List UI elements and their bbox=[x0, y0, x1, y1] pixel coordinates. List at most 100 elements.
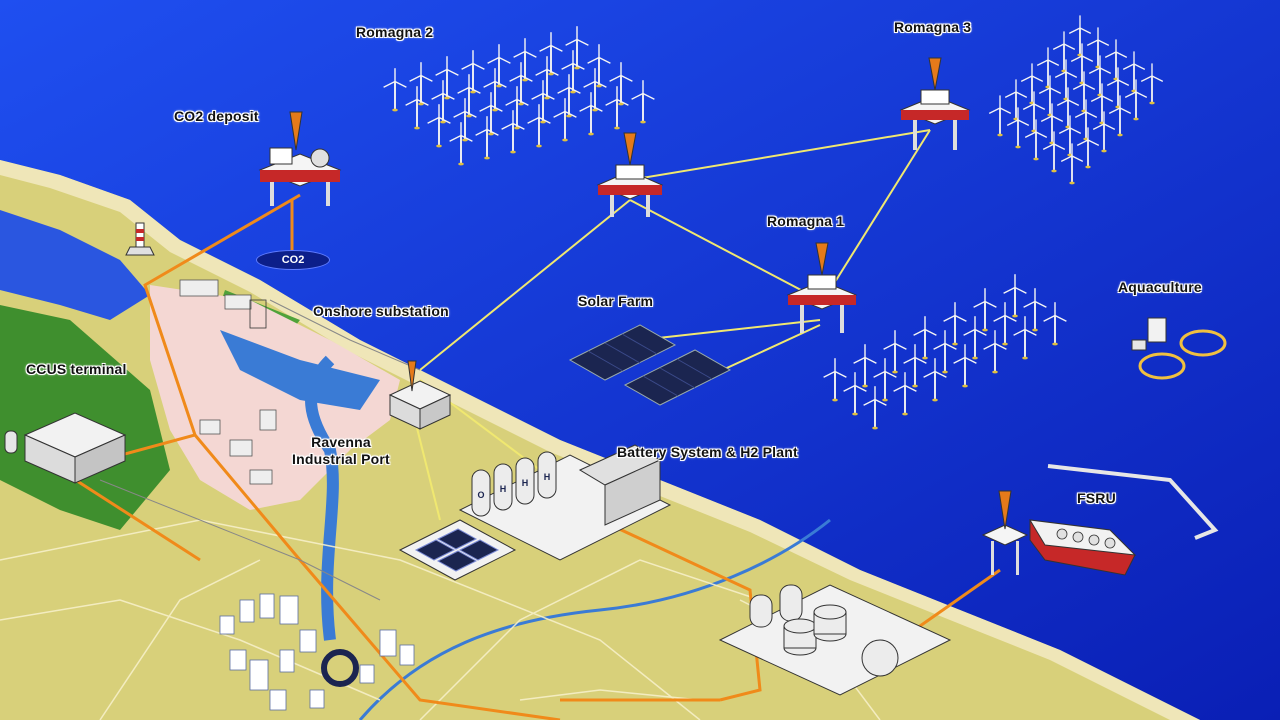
label-ravenna-line-2: Industrial Port bbox=[292, 451, 390, 467]
wind-turbine-icon bbox=[527, 104, 551, 148]
wind-turbine-icon bbox=[1070, 43, 1094, 85]
wind-farm-romagna-3 bbox=[988, 15, 1164, 185]
h2-tank: H bbox=[515, 457, 535, 505]
label-battery-h2-plant: Battery System & H2 Plant bbox=[617, 444, 798, 460]
river bbox=[358, 518, 831, 720]
wind-turbine-icon bbox=[449, 122, 473, 166]
wind-turbine-icon bbox=[579, 92, 603, 136]
lighthouse bbox=[125, 222, 155, 256]
wind-turbine-icon bbox=[539, 32, 563, 76]
city-district bbox=[219, 593, 415, 711]
h2-tank: O bbox=[471, 469, 491, 517]
wind-farm-romagna-1 bbox=[823, 274, 1067, 430]
city-roundabout bbox=[321, 649, 359, 687]
h2-tank-letter: O bbox=[477, 490, 484, 500]
wind-turbine-icon bbox=[1056, 87, 1080, 129]
wind-turbine-icon bbox=[933, 330, 957, 374]
wind-turbine-icon bbox=[1006, 107, 1030, 149]
wind-turbine-icon bbox=[1074, 99, 1098, 141]
h2-tank-letter: H bbox=[522, 478, 529, 488]
wind-turbine-icon bbox=[963, 316, 987, 360]
wind-turbine-icon bbox=[993, 302, 1017, 346]
wind-turbine-icon bbox=[383, 68, 407, 112]
wind-turbine-icon bbox=[1124, 79, 1148, 121]
h2-tank: H bbox=[537, 451, 557, 499]
wind-turbine-icon bbox=[1003, 274, 1027, 318]
lagoon bbox=[0, 210, 150, 320]
wind-turbine-icon bbox=[1104, 39, 1128, 81]
wind-turbine-icon bbox=[565, 26, 589, 70]
label-ravenna-line-1: Ravenna bbox=[311, 434, 371, 450]
wind-turbine-icon bbox=[863, 386, 887, 430]
wind-turbine-icon bbox=[431, 80, 455, 124]
ccus-terminal-building bbox=[4, 412, 127, 484]
wind-turbine-icon bbox=[483, 68, 507, 112]
wind-turbine-icon bbox=[1106, 67, 1130, 109]
wind-turbine-icon bbox=[903, 344, 927, 388]
wind-turbine-icon bbox=[501, 110, 525, 154]
platform-co2-deposit bbox=[258, 111, 342, 206]
wind-turbine-icon bbox=[1058, 115, 1082, 157]
wind-turbine-icon bbox=[1122, 51, 1146, 93]
wind-turbine-icon bbox=[913, 316, 937, 360]
wind-turbine-icon bbox=[1068, 15, 1092, 57]
wind-turbine-icon bbox=[1020, 63, 1044, 105]
wind-turbine-icon bbox=[1140, 63, 1164, 105]
wind-turbine-icon bbox=[435, 56, 459, 100]
wind-turbine-icon bbox=[1092, 111, 1116, 153]
wind-turbine-icon bbox=[1023, 288, 1047, 332]
wind-turbine-icon bbox=[893, 372, 917, 416]
wind-turbine-icon bbox=[531, 80, 555, 124]
wind-turbine-icon bbox=[509, 62, 533, 106]
coastal-land bbox=[0, 160, 1200, 720]
wind-turbine-icon bbox=[405, 86, 429, 130]
wind-turbine-icon bbox=[983, 330, 1007, 374]
wind-turbine-icon bbox=[1040, 103, 1064, 145]
wind-turbine-icon bbox=[1043, 302, 1067, 346]
wind-turbine-icon bbox=[1054, 59, 1078, 101]
platform-romagna-2 bbox=[596, 132, 664, 217]
label-co2-deposit: CO2 deposit bbox=[174, 108, 259, 124]
wind-farm-romagna-2 bbox=[383, 26, 655, 166]
wind-turbine-icon bbox=[631, 80, 655, 124]
wind-turbine-icon bbox=[513, 38, 537, 82]
wind-turbine-icon bbox=[953, 344, 977, 388]
wind-turbine-icon bbox=[557, 74, 581, 118]
wind-turbine-icon bbox=[553, 98, 577, 142]
platform-romagna-1 bbox=[786, 242, 858, 333]
wind-turbine-icon bbox=[1024, 119, 1048, 161]
wind-turbine-icon bbox=[943, 302, 967, 346]
wind-turbine-icon bbox=[988, 95, 1012, 137]
wind-turbine-icon bbox=[973, 288, 997, 332]
wind-turbine-icon bbox=[561, 50, 585, 94]
label-ravenna-industrial-port: Ravenna Industrial Port bbox=[292, 434, 390, 468]
wind-turbine-icon bbox=[605, 86, 629, 130]
wind-turbine-icon bbox=[1086, 27, 1110, 69]
gas-storage-terminal bbox=[718, 584, 952, 696]
wind-turbine-icon bbox=[1060, 143, 1084, 185]
wind-turbine-icon bbox=[583, 68, 607, 112]
wind-turbine-icon bbox=[461, 50, 485, 94]
battery-system bbox=[398, 519, 517, 581]
label-romagna-3: Romagna 3 bbox=[894, 19, 972, 35]
wind-turbine-icon bbox=[475, 116, 499, 160]
wind-turbine-icon bbox=[1013, 316, 1037, 360]
wind-turbine-icon bbox=[609, 62, 633, 106]
solar-panels bbox=[568, 324, 732, 406]
wind-turbine-icon bbox=[1052, 31, 1076, 73]
h2-tank: H bbox=[493, 463, 513, 511]
label-solar-farm: Solar Farm bbox=[578, 293, 654, 309]
label-onshore-substation: Onshore substation bbox=[313, 303, 449, 319]
fsru-vessel bbox=[981, 464, 1219, 576]
wind-turbine-icon bbox=[1108, 95, 1132, 137]
transmission-line bbox=[99, 299, 421, 601]
wind-turbine-icon bbox=[457, 74, 481, 118]
wind-turbine-icon bbox=[1042, 131, 1066, 173]
wind-turbine-icon bbox=[587, 44, 611, 88]
wind-turbine-icon bbox=[853, 344, 877, 388]
h2-tank-letter: H bbox=[544, 472, 551, 482]
wind-turbine-icon bbox=[1076, 127, 1100, 169]
